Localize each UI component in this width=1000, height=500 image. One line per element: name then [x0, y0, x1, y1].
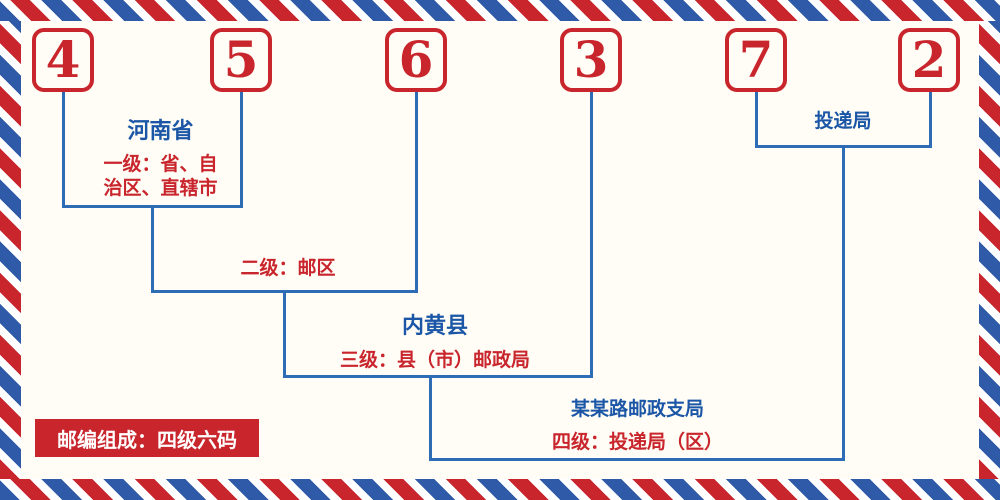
- connector-digit3-down: [415, 92, 418, 293]
- level4-desc: 四级：投递局（区）: [551, 431, 723, 453]
- postal-digit-box-4: 3: [560, 28, 622, 92]
- postal-digit-box-6: 2: [898, 28, 960, 92]
- airmail-border-bottom: [0, 479, 1000, 500]
- postal-digit-2: 5: [223, 30, 259, 89]
- level3-county-name: 内黄县: [401, 314, 468, 339]
- postal-digit-box-3: 6: [385, 28, 447, 92]
- postal-digit-box-2: 5: [210, 28, 272, 92]
- connector-digit6-down: [929, 92, 932, 148]
- postal-digit-6: 2: [911, 30, 947, 89]
- level1-desc-line2: 治区、直辖市: [103, 177, 218, 199]
- connector-digit1-down: [62, 92, 65, 208]
- airmail-border-left: [0, 21, 21, 479]
- footer-text: 邮编组成：四级六码: [57, 427, 237, 452]
- airmail-border-top: [0, 0, 1000, 21]
- connector-level3-to-level4: [429, 375, 432, 461]
- connector-level4-down: [842, 145, 845, 461]
- postal-digit-4: 3: [573, 30, 609, 89]
- postal-digit-box-5: 7: [725, 28, 787, 92]
- connector-level2-to-level3: [283, 290, 286, 378]
- connector-level3-bottom: [283, 375, 593, 378]
- connector-level1-to-level2: [151, 205, 154, 293]
- level4-top-label-group: 投递局: [778, 109, 908, 133]
- level1-province-name: 河南省: [127, 119, 194, 144]
- postal-digit-1: 4: [45, 30, 81, 89]
- postal-digit-box-1: 4: [32, 28, 94, 92]
- level4-branch-name: 某某路邮政支局: [570, 398, 704, 420]
- level1-desc-line1: 一级：省、自: [103, 153, 218, 175]
- connector-digit4-down: [590, 92, 593, 378]
- connector-digit5-down: [755, 92, 758, 148]
- level3-desc: 三级：县（市）邮政局: [339, 349, 530, 371]
- level1-label-group: 河南省 一级：省、自 治区、直辖市: [78, 113, 243, 200]
- postal-digit-3: 6: [398, 30, 434, 89]
- footer-badge: 邮编组成：四级六码: [35, 419, 259, 457]
- airmail-border-right: [979, 21, 1000, 479]
- level2-desc: 二级：邮区: [240, 257, 336, 279]
- connector-level4-bottom: [429, 458, 845, 461]
- level4-label-group: 某某路邮政支局 四级：投递局（区）: [515, 397, 760, 454]
- level2-label-group: 二级：邮区: [213, 256, 363, 280]
- level3-label-group: 内黄县 三级：县（市）邮政局: [295, 308, 575, 372]
- level4-delivery-office: 投递局: [814, 110, 872, 132]
- postal-digit-5: 7: [738, 30, 774, 89]
- connector-digit2-down: [240, 92, 243, 208]
